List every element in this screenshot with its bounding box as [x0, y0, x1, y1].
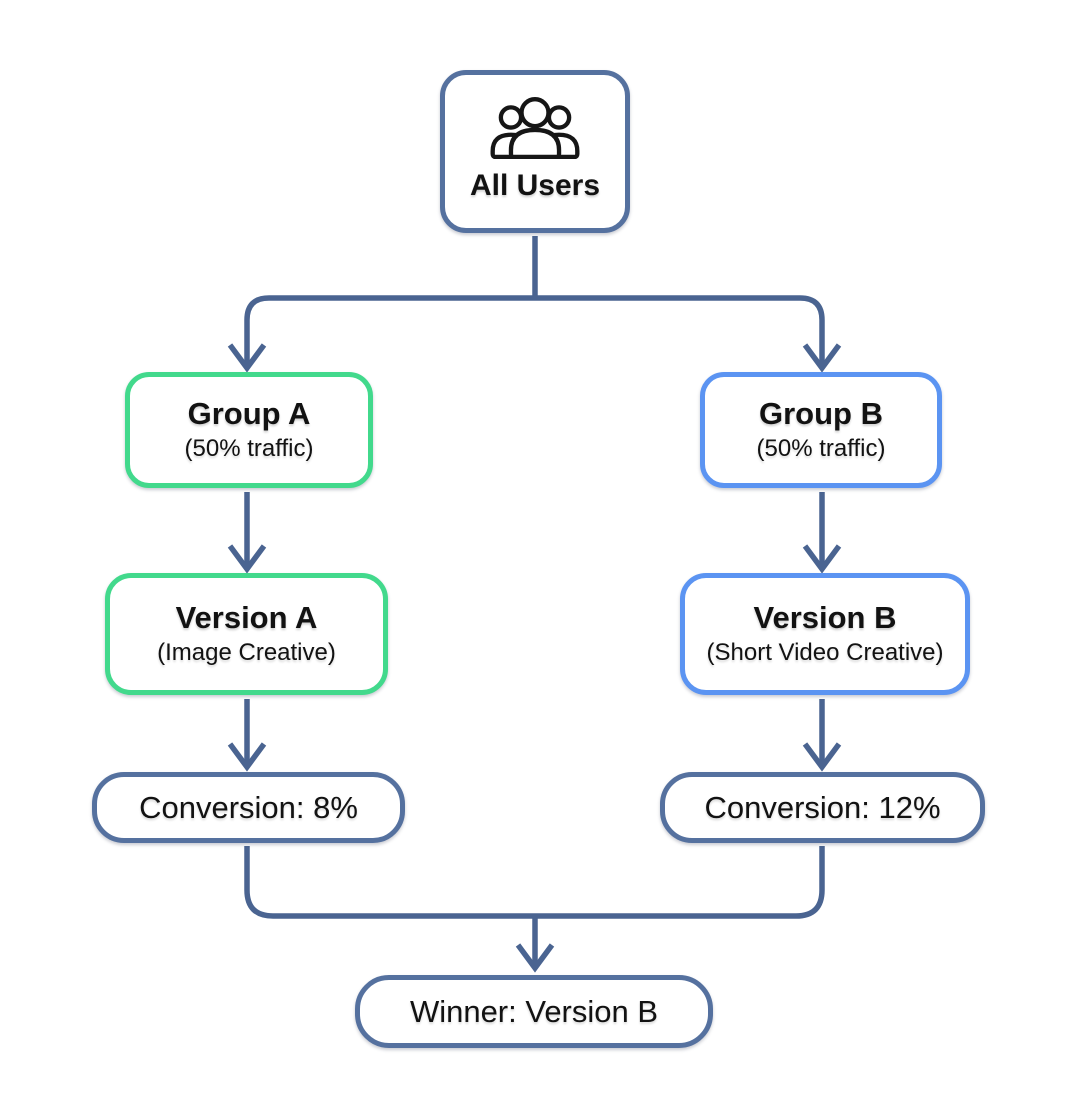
arrowhead-winner: [515, 943, 555, 973]
node-group-a: Group A (50% traffic): [125, 372, 373, 488]
arrowhead-group-b: [802, 343, 842, 373]
node-version-b: Version B (Short Video Creative): [680, 573, 970, 695]
node-all-users: All Users: [440, 70, 630, 233]
version-b-subtitle: (Short Video Creative): [706, 639, 944, 667]
group-a-title: Group A: [187, 395, 311, 431]
arrowhead-conversion-a: [227, 742, 267, 772]
node-winner: Winner: Version B: [355, 975, 713, 1048]
edge-split: [244, 295, 825, 366]
version-a-title: Version A: [175, 599, 318, 635]
arrowhead-conversion-b: [802, 742, 842, 772]
arrowhead-group-a: [227, 343, 267, 373]
users-group-icon: [485, 95, 585, 163]
group-b-subtitle: (50% traffic): [756, 435, 886, 463]
node-conversion-a: Conversion: 8%: [92, 772, 405, 843]
arrowhead-version-b: [802, 544, 842, 574]
conversion-b-label: Conversion: 12%: [704, 789, 941, 825]
arrowhead-version-a: [227, 544, 267, 574]
conversion-a-label: Conversion: 8%: [139, 789, 358, 825]
edge-merge: [244, 846, 825, 919]
all-users-label: All Users: [469, 169, 601, 202]
version-b-title: Version B: [753, 599, 897, 635]
node-conversion-b: Conversion: 12%: [660, 772, 985, 843]
winner-label: Winner: Version B: [409, 993, 659, 1029]
node-group-b: Group B (50% traffic): [700, 372, 942, 488]
group-a-subtitle: (50% traffic): [184, 435, 314, 463]
group-b-title: Group B: [759, 395, 883, 431]
node-version-a: Version A (Image Creative): [105, 573, 388, 695]
version-a-subtitle: (Image Creative): [157, 639, 336, 667]
